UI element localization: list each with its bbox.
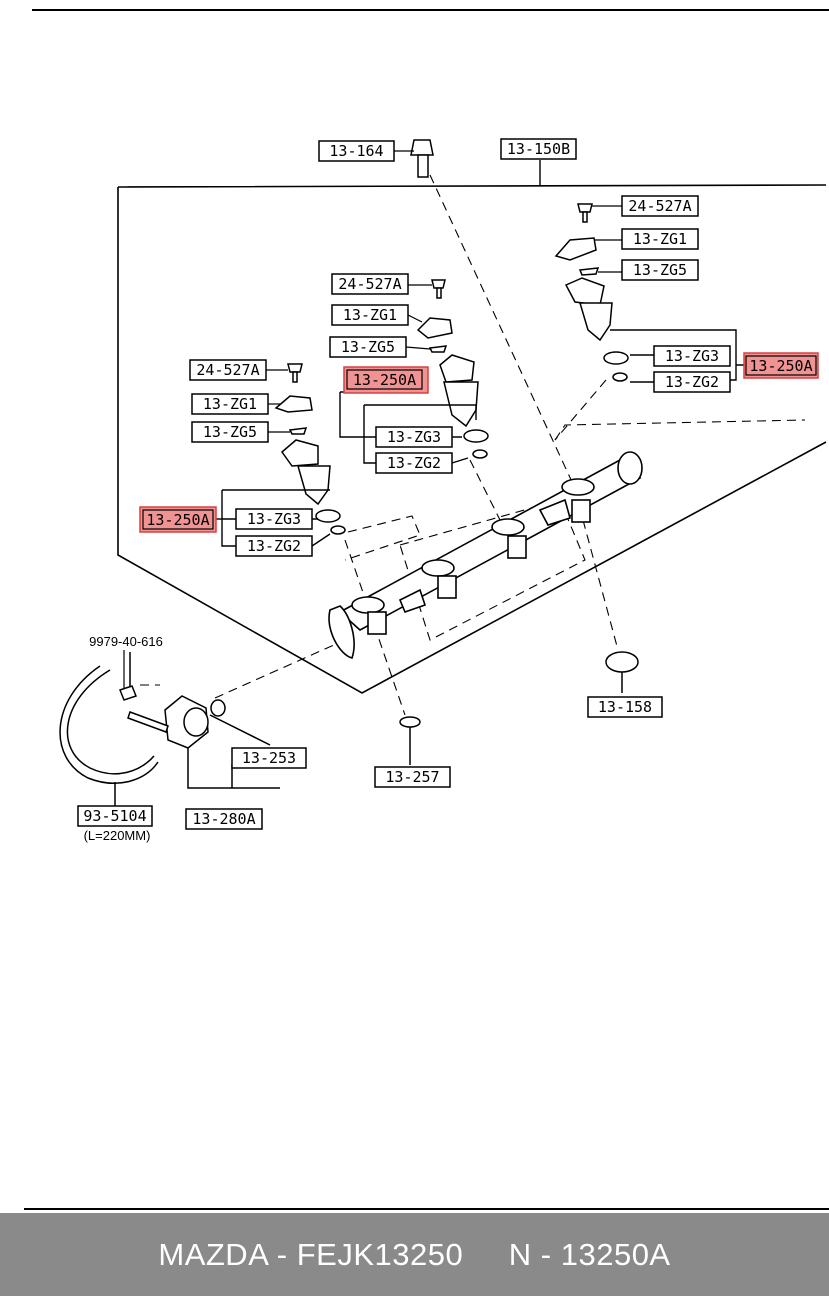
label-13-250a-left[interactable]: 13-250A <box>139 506 217 533</box>
svg-text:13-253: 13-253 <box>242 749 296 767</box>
label-length: (L=220MM) <box>84 828 151 843</box>
fuel-rail <box>328 451 643 659</box>
damper-13-158 <box>605 651 639 693</box>
svg-text:24-527A: 24-527A <box>196 361 259 379</box>
svg-text:13-250A: 13-250A <box>146 511 209 529</box>
label-leaders <box>123 150 622 688</box>
svg-text:93-5104: 93-5104 <box>83 807 146 825</box>
footer-brand-part: MAZDA - FEJK13250 <box>158 1236 464 1272</box>
footer-spacer <box>463 1237 509 1273</box>
injector-middle <box>416 279 489 459</box>
svg-text:13-ZG2: 13-ZG2 <box>387 454 441 472</box>
seal-13-257 <box>399 716 421 765</box>
label-13-zg3-left[interactable]: 13-ZG3 <box>235 508 313 530</box>
footer-part-number: N - 13250A <box>508 1236 671 1272</box>
label-13-250a-right[interactable]: 13-250A <box>743 352 819 379</box>
label-13-zg3-mid[interactable]: 13-ZG3 <box>375 426 453 448</box>
label-13-zg5-mid[interactable]: 13-ZG5 <box>329 336 407 358</box>
svg-text:9979-40-616: 9979-40-616 <box>89 634 163 649</box>
svg-text:13-257: 13-257 <box>385 768 439 786</box>
label-9979-40-616[interactable]: 9979-40-616 <box>89 634 163 649</box>
label-13-zg5-right[interactable]: 13-ZG5 <box>621 259 699 281</box>
label-13-150b[interactable]: 13-150B <box>500 138 577 160</box>
svg-text:(L=220MM): (L=220MM) <box>84 828 151 843</box>
label-13-253[interactable]: 13-253 <box>231 747 307 769</box>
label-13-zg2-mid[interactable]: 13-ZG2 <box>375 452 453 474</box>
bolt-13-164 <box>410 139 434 178</box>
label-13-zg1-right[interactable]: 13-ZG1 <box>621 228 699 250</box>
svg-text:24-527A: 24-527A <box>628 197 691 215</box>
svg-text:13-ZG3: 13-ZG3 <box>247 510 301 528</box>
label-13-164[interactable]: 13-164 <box>318 140 395 162</box>
label-13-zg3-right[interactable]: 13-ZG3 <box>653 345 731 367</box>
svg-text:13-280A: 13-280A <box>192 810 255 828</box>
svg-text:13-ZG5: 13-ZG5 <box>341 338 395 356</box>
vacuum-hose <box>59 652 159 806</box>
svg-text:13-ZG1: 13-ZG1 <box>633 230 687 248</box>
label-13-zg5-left[interactable]: 13-ZG5 <box>191 421 269 443</box>
svg-text:13-150B: 13-150B <box>507 140 570 158</box>
assembly-frame <box>117 184 827 694</box>
svg-text:24-527A: 24-527A <box>338 275 401 293</box>
svg-text:13-ZG1: 13-ZG1 <box>203 395 257 413</box>
svg-text:13-ZG1: 13-ZG1 <box>343 306 397 324</box>
svg-text:13-158: 13-158 <box>598 698 652 716</box>
label-13-zg1-mid[interactable]: 13-ZG1 <box>331 304 409 326</box>
svg-text:13-ZG3: 13-ZG3 <box>665 347 719 365</box>
pressure-regulator <box>119 685 280 789</box>
injector-left <box>274 363 346 535</box>
svg-text:13-ZG5: 13-ZG5 <box>633 261 687 279</box>
label-13-zg1-left[interactable]: 13-ZG1 <box>191 393 269 415</box>
label-13-zg2-right[interactable]: 13-ZG2 <box>653 371 731 393</box>
label-24-527a-mid[interactable]: 24-527A <box>331 273 409 295</box>
label-13-158[interactable]: 13-158 <box>587 696 663 718</box>
label-13-250a-mid[interactable]: 13-250A <box>343 366 429 394</box>
svg-text:13-ZG2: 13-ZG2 <box>665 373 719 391</box>
label-24-527a-left[interactable]: 24-527A <box>189 359 267 381</box>
injector-right <box>554 203 629 382</box>
footer-bar: MAZDA - FEJK13250 N - 13250A <box>0 1213 829 1296</box>
svg-text:13-ZG3: 13-ZG3 <box>387 428 441 446</box>
svg-text:13-164: 13-164 <box>329 142 383 160</box>
svg-text:13-250A: 13-250A <box>749 357 812 375</box>
label-13-257[interactable]: 13-257 <box>374 766 451 788</box>
label-93-5104[interactable]: 93-5104 <box>77 805 153 827</box>
svg-text:13-ZG5: 13-ZG5 <box>203 423 257 441</box>
label-24-527a-right[interactable]: 24-527A <box>621 195 699 217</box>
svg-text:13-ZG2: 13-ZG2 <box>247 537 301 555</box>
label-13-280a[interactable]: 13-280A <box>185 808 263 830</box>
label-13-zg2-left[interactable]: 13-ZG2 <box>235 535 313 557</box>
svg-text:13-250A: 13-250A <box>353 371 416 389</box>
parts-diagram: 13-164 13-150B 24-527A 13-ZG1 13-ZG5 13-… <box>24 9 829 1210</box>
